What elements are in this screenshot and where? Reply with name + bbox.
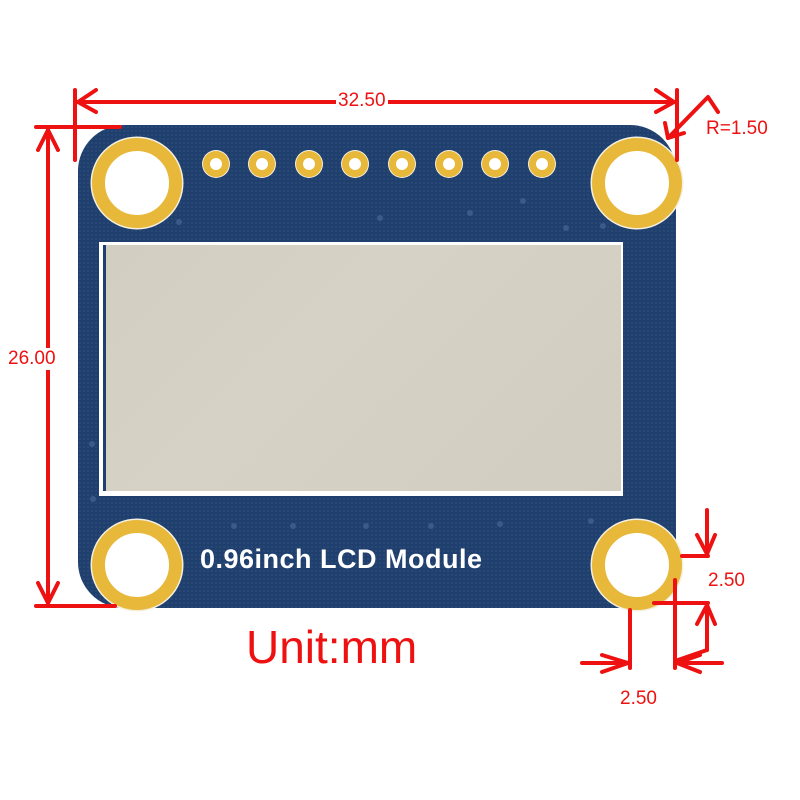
via-dot (231, 523, 237, 529)
width-dimension: 32.50 (336, 90, 388, 112)
via-dot (90, 496, 96, 502)
mounting-hole-bottom-right (592, 520, 682, 610)
header-pin-1 (203, 151, 229, 177)
header-pin-5 (389, 151, 415, 177)
via-dot (377, 215, 383, 221)
via-dot (600, 223, 606, 229)
via-dot (363, 523, 369, 529)
height-dimension: 26.00 (8, 348, 56, 370)
via-dot (563, 225, 569, 231)
via-dot (467, 210, 473, 216)
header-pin-6 (436, 151, 462, 177)
via-dot (520, 198, 526, 204)
header-pin-7 (482, 151, 508, 177)
header-pin-2 (249, 151, 275, 177)
corner-radius-dimension: R=1.50 (704, 118, 770, 140)
via-dot (497, 521, 503, 527)
via-dot (290, 523, 296, 529)
board-label: 0.96inch LCD Module (200, 544, 483, 574)
via-dot (428, 523, 434, 529)
lcd-screen (103, 245, 621, 491)
hole-offset-horizontal-dimension: 2.50 (618, 688, 659, 710)
via-dot (588, 518, 594, 524)
header-pin-8 (529, 151, 555, 177)
via-dot (176, 219, 182, 225)
header-pin-4 (342, 151, 368, 177)
hole-offset-vertical-dimension: 2.50 (706, 570, 747, 592)
via-dot (89, 441, 95, 447)
header-pin-3 (296, 151, 322, 177)
unit-label: Unit:mm (246, 621, 418, 673)
